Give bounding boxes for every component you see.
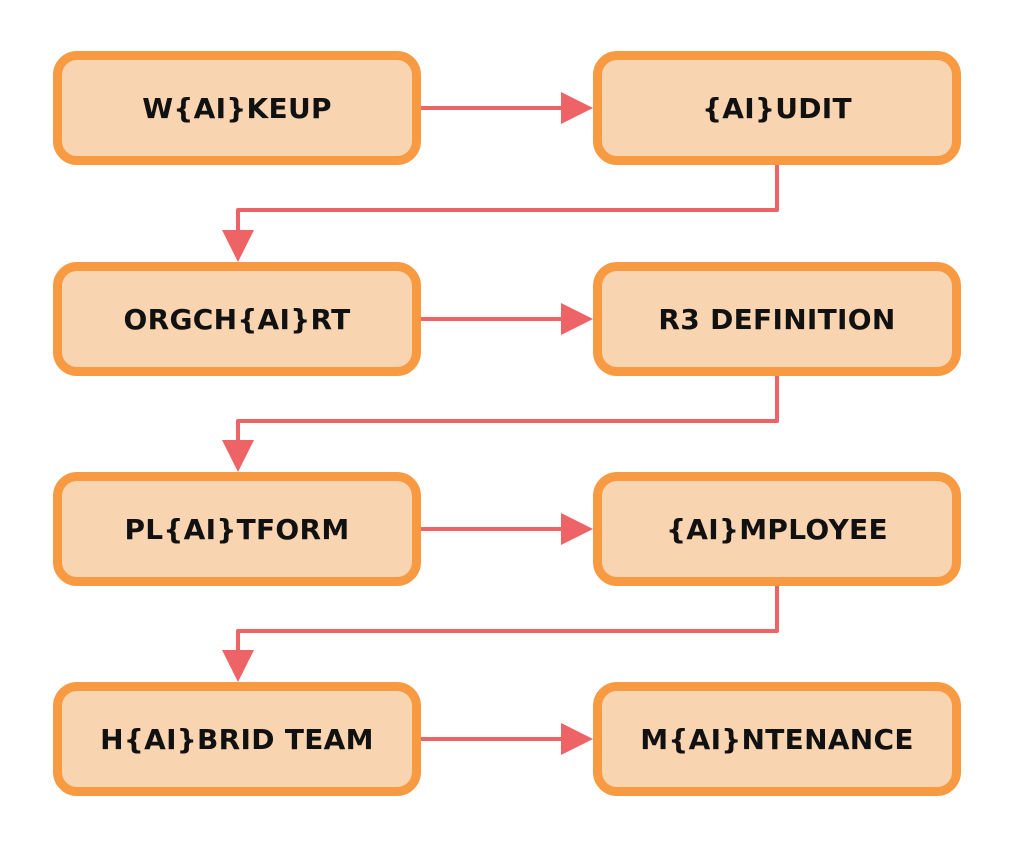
node-audit: {AI}UDIT — [593, 51, 961, 165]
node-label: ORGCH{AI}RT — [123, 302, 351, 336]
node-label: R3 DEFINITION — [658, 302, 896, 336]
node-maintenance: M{AI}NTENANCE — [593, 682, 961, 796]
node-label: H{AI}BRID TEAM — [100, 722, 374, 756]
node-aimployee: {AI}MPLOYEE — [593, 472, 961, 586]
arrow-audit-to-orgchart — [222, 165, 779, 262]
node-r3-definition: R3 DEFINITION — [593, 262, 961, 376]
node-label: {AI}MPLOYEE — [666, 512, 888, 546]
arrow-r3-to-platform — [222, 376, 779, 472]
node-label: {AI}UDIT — [702, 91, 852, 125]
node-label: W{AI}KEUP — [142, 91, 332, 125]
node-hybrid-team: H{AI}BRID TEAM — [53, 682, 421, 796]
node-wakeup: W{AI}KEUP — [53, 51, 421, 165]
node-label: PL{AI}TFORM — [124, 512, 350, 546]
node-orgchart: ORGCH{AI}RT — [53, 262, 421, 376]
node-label: M{AI}NTENANCE — [640, 722, 914, 756]
node-platform: PL{AI}TFORM — [53, 472, 421, 586]
arrow-aimployee-to-hybrid — [222, 586, 779, 682]
